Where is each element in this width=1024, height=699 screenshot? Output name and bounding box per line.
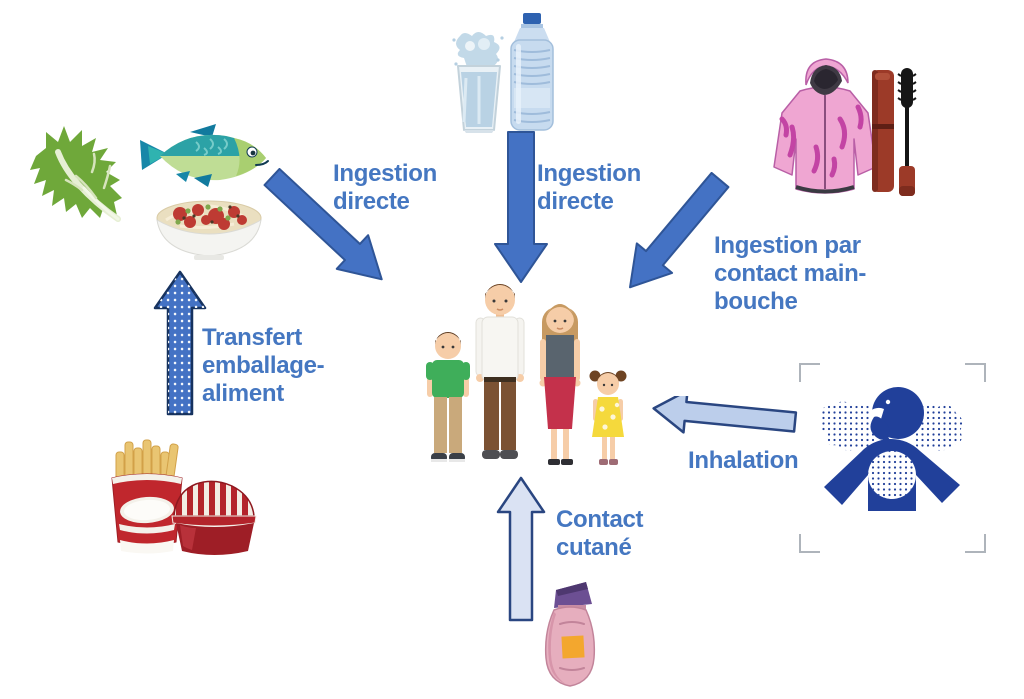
woman-figure [539, 304, 581, 465]
arrow-inhalation [652, 396, 798, 434]
pink-jacket-icon [773, 58, 877, 194]
label-food-ingestion: Ingestion directe [333, 160, 437, 215]
family-illustration [426, 284, 627, 465]
burger-box-icon [171, 480, 257, 555]
plastic-water-bottle-icon [510, 13, 554, 131]
lettuce-leaf-icon [30, 126, 122, 222]
arrow-skin-contact [496, 476, 546, 622]
mascara-icon [872, 68, 917, 196]
arrow-packaging-transfer [153, 270, 207, 416]
boy-figure [426, 332, 470, 462]
label-inhalation: Inhalation [688, 447, 799, 474]
salad-bowl-icon [156, 200, 262, 260]
crop-marks [799, 363, 986, 553]
fish-icon [140, 124, 269, 187]
label-hand-mouth: Ingestion par contact main- bouche [714, 232, 867, 315]
arrow-hand-mouth [629, 172, 730, 289]
water-glass-icon [452, 32, 504, 133]
label-skin-contact: Contact cutané [556, 506, 644, 561]
label-packaging-transfer: Transfert emballage- aliment [202, 324, 325, 407]
inhalation-pictogram [819, 387, 963, 511]
arrow-water-ingestion [494, 131, 548, 283]
shampoo-bottle-icon [544, 582, 596, 687]
label-water-ingestion: Ingestion directe [537, 160, 641, 215]
girl-figure [589, 370, 627, 465]
fries-box-icon [111, 439, 183, 554]
arrow-food-ingestion [263, 168, 383, 281]
man-figure [475, 284, 525, 459]
